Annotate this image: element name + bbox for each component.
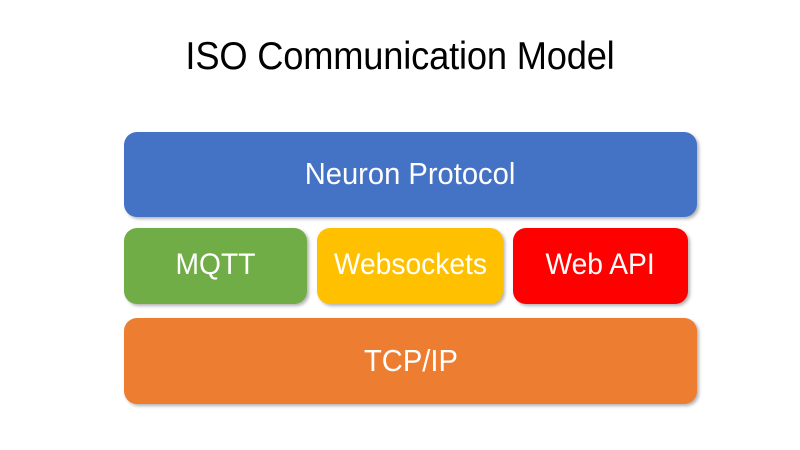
layer-label-websockets: Websockets	[333, 248, 487, 281]
page-title: ISO Communication Model	[185, 35, 615, 78]
layer-box-web-api[interactable]: Web API	[513, 228, 688, 304]
layer-label-neuron-protocol: Neuron Protocol	[305, 156, 516, 191]
layer-label-tcpip: TCP/IP	[363, 342, 458, 378]
layer-label-mqtt: MQTT	[175, 248, 256, 281]
layer-box-tcpip[interactable]: TCP/IP	[124, 318, 697, 404]
layer-box-mqtt[interactable]: MQTT	[124, 228, 307, 304]
layer-box-websockets[interactable]: Websockets	[317, 228, 503, 304]
layer-box-neuron-protocol[interactable]: Neuron Protocol	[124, 132, 697, 217]
layer-label-web-api: Web API	[545, 248, 656, 281]
